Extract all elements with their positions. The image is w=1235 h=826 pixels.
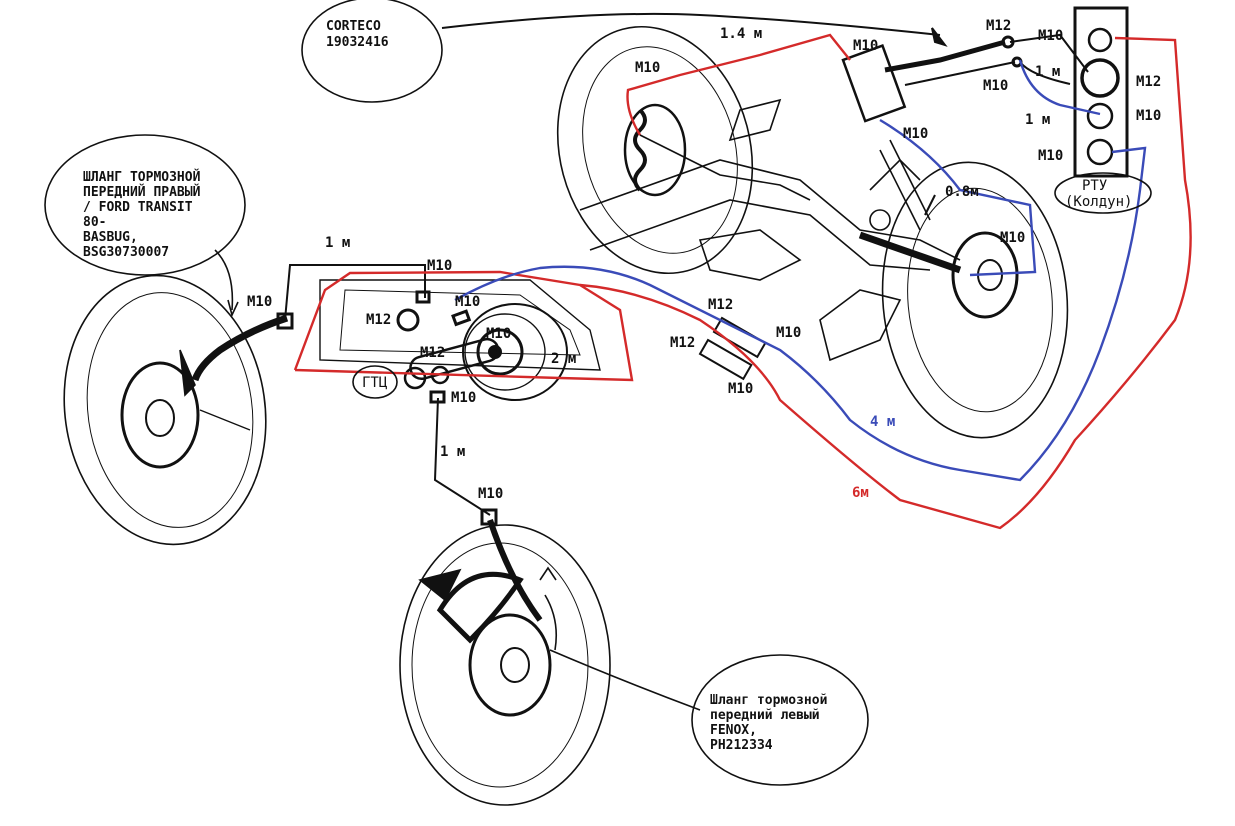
black-lines bbox=[191, 12, 1089, 622]
fitting-front-left bbox=[480, 508, 498, 526]
label-m12-mc-left: М12 bbox=[366, 312, 391, 328]
fitting-mc-bottom bbox=[429, 390, 446, 404]
label-m10-booster: М10 bbox=[486, 326, 511, 342]
label-m10-rtu-1: М10 bbox=[1038, 28, 1063, 44]
fitting-labels: М10 М10 М10 М12 М10 М12 М10 М10 М10 М10 … bbox=[247, 18, 1161, 502]
length-front-right: 1 м bbox=[325, 235, 350, 251]
right-hose-line-6: BSG30730007 bbox=[83, 245, 169, 260]
label-m10-mc-right: М10 bbox=[455, 294, 480, 310]
label-m10-rtu-3: М10 bbox=[1136, 108, 1161, 124]
length-labels: 1.4 м 1 м 1 м 0.8м 1 м 2 м 1 м 4 м 6м bbox=[325, 26, 1060, 501]
label-m10-tee-top: М10 bbox=[853, 38, 878, 54]
left-hose-bubble bbox=[691, 654, 869, 786]
notes-text: CORTECO 19032416 ШЛАНГ ТОРМОЗНОЙ ПЕРЕДНИ… bbox=[83, 19, 1132, 753]
right-hose-line-5: BASBUG, bbox=[83, 230, 138, 245]
front-left-wheel bbox=[399, 524, 611, 806]
blue-line bbox=[454, 59, 1147, 482]
rtu-bubble bbox=[1054, 172, 1152, 214]
length-front-mid: 2 м bbox=[551, 351, 576, 367]
fitting-mc-m12 bbox=[396, 308, 420, 332]
corteco-line-1: CORTECO bbox=[326, 19, 381, 34]
left-hose-line-2: передний левый bbox=[710, 708, 820, 723]
label-m10-mc-top: М10 bbox=[427, 258, 452, 274]
length-front-left: 1 м bbox=[440, 444, 465, 460]
right-hose-line-2: ПЕРЕДНИЙ ПРАВЫЙ bbox=[83, 184, 201, 200]
label-m12-rear-top: М12 bbox=[986, 18, 1011, 34]
fitting-mc-right bbox=[451, 309, 472, 327]
gtc-label: ГТЦ bbox=[362, 375, 388, 391]
label-m12-mc: М12 bbox=[420, 345, 445, 361]
right-hose-line-1: ШЛАНГ ТОРМОЗНОЙ bbox=[83, 169, 201, 185]
label-m10-union-b: М10 bbox=[728, 381, 753, 397]
rtu-label-2: (Колдун) bbox=[1065, 194, 1132, 210]
left-hose-line-3: FENOX, bbox=[710, 723, 757, 738]
label-m10-mc-bottom: М10 bbox=[451, 390, 476, 406]
label-m10-rtu-4: М10 bbox=[1038, 148, 1063, 164]
label-m10-front-right: М10 bbox=[247, 294, 272, 310]
length-right-top: 1 м bbox=[1035, 64, 1060, 80]
rtu-label-1: РТУ bbox=[1082, 178, 1107, 194]
length-rear-short: 0.8м bbox=[945, 184, 979, 200]
fitting-mc-top bbox=[415, 290, 431, 304]
brake-booster bbox=[462, 303, 568, 401]
label-m12-union-a: М12 bbox=[708, 297, 733, 313]
length-red-long: 6м bbox=[852, 485, 869, 501]
right-hose-line-4: 80- bbox=[83, 215, 106, 230]
length-blue-long: 4 м bbox=[870, 414, 895, 430]
rear-axle bbox=[579, 98, 962, 362]
fitting-rear-m12 bbox=[1001, 35, 1015, 49]
left-hose-line-1: Шланг тормозной bbox=[710, 693, 827, 708]
label-m10-front-left: М10 bbox=[478, 486, 503, 502]
label-m12-rtu-2: М12 bbox=[1136, 74, 1161, 90]
corteco-bubble bbox=[301, 0, 443, 103]
length-top-red: 1.4 м bbox=[720, 26, 762, 42]
red-line bbox=[293, 33, 1192, 530]
gtc-bubble bbox=[352, 365, 398, 399]
label-m10-tee-bottom: М10 bbox=[903, 126, 928, 142]
length-right-mid: 1 м bbox=[1025, 112, 1050, 128]
corteco-line-2: 19032416 bbox=[326, 35, 389, 50]
label-m10-union-a: М10 bbox=[776, 325, 801, 341]
right-hose-line-3: / FORD TRANSIT bbox=[83, 200, 193, 215]
front-right-wheel bbox=[63, 274, 267, 546]
note-bubbles bbox=[44, 0, 1152, 786]
rear-left-wheel bbox=[556, 25, 754, 275]
label-m10-rear-left: М10 bbox=[635, 60, 660, 76]
left-hose-line-4: PH212334 bbox=[710, 738, 773, 753]
tee-rear bbox=[841, 44, 907, 123]
label-m12-union-b: М12 bbox=[670, 335, 695, 351]
right-hose-bubble bbox=[44, 134, 246, 276]
label-m10-rear-mid: М10 bbox=[983, 78, 1008, 94]
label-m10-rear-right: М10 bbox=[1000, 230, 1025, 246]
union-m12-m10-b bbox=[698, 338, 753, 381]
fitting-front-right bbox=[276, 312, 294, 330]
